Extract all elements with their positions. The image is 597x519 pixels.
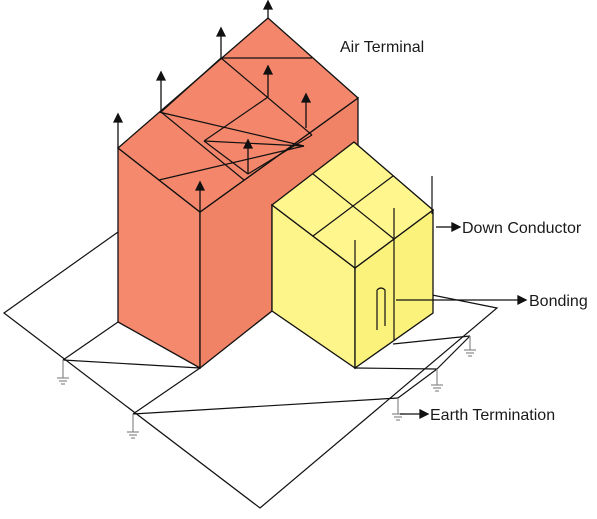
earth-ground-icon [57,360,69,385]
ground-grid-line-7 [436,335,471,370]
ground-grid [2,231,499,509]
label-air-terminal: Air Terminal [340,39,424,56]
roof-grid-line [247,134,313,175]
tall-building [116,17,360,370]
air-terminal-rod-icon [300,92,312,128]
air-terminal-rod-icon [262,64,274,97]
air-terminal-rod-icon [242,138,254,174]
roof-grid-line [203,140,305,147]
arrow-right-icon [436,221,462,233]
label-earth-termination: Earth Termination [430,407,555,424]
ground-grid-line-2 [132,367,201,415]
air-terminal-rod-icon [194,180,206,212]
earth-ground-icon [464,336,476,357]
roof-grid-line [160,57,222,113]
ground-grid-outline [2,231,499,509]
label-bonding: Bonding [529,293,588,310]
ground-grid-line-1 [62,321,119,361]
earth-ground-icon [431,369,443,392]
arrow-right-icon [400,408,430,420]
label-down-conductor: Down Conductor [462,220,582,237]
earth-ground-icon [392,398,404,421]
ground-grid-line-8 [392,335,471,345]
roof-grid-line [160,111,245,181]
roof-grid-line [312,173,395,240]
label-arrows [396,221,528,420]
ground-grid-line-6 [397,368,438,399]
air-terminals-tall [112,0,312,212]
roof-grid-line [158,111,305,147]
roof-grid-line [312,175,394,237]
ground-grid-line-4 [132,397,399,415]
air-terminal-rod-icon [215,26,227,58]
roof-grid-line [158,145,305,181]
ground-grid-line-3 [62,359,201,369]
air-terminal-rod-icon [262,0,274,18]
earth-ground-icons [57,336,476,439]
bonding-loop [376,287,386,330]
roof-grid-line [203,96,269,142]
air-terminal-rod-icon [112,112,124,148]
roof-grid-line [203,140,249,175]
roof-grid-line [220,57,313,136]
small-building [270,141,435,370]
ground-grid-line-5 [354,367,438,370]
earth-ground-icon [127,414,139,439]
air-terminal-rod-icon [155,70,167,112]
arrow-right-icon [396,294,528,306]
